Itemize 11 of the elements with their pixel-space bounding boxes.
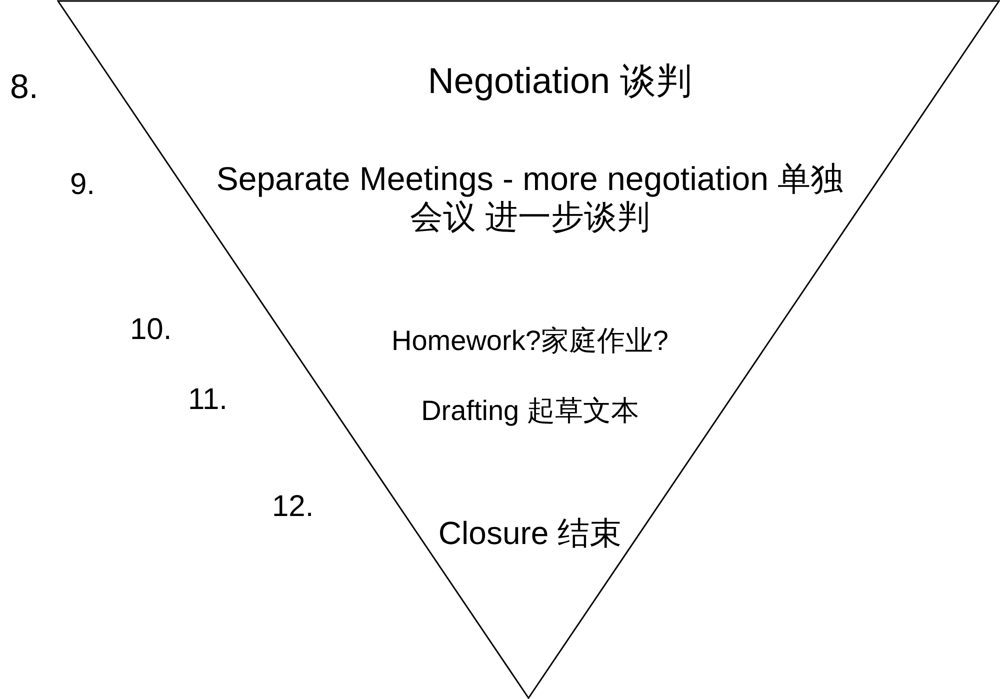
step-number: 12. <box>272 490 314 524</box>
stage-text: Drafting 起草文本 <box>420 395 640 428</box>
stage-text: Closure 结束 <box>437 515 623 552</box>
funnel-triangle <box>57 0 1000 699</box>
stage-text: Homework?家庭作业? <box>390 325 670 358</box>
step-number: 9. <box>70 168 96 202</box>
step-number: 8. <box>10 68 38 107</box>
stage-text: Separate Meetings - more negotiation 单独会议 进一步谈判 <box>215 160 845 236</box>
step-number: 11. <box>188 383 228 417</box>
step-number: 10. <box>130 313 172 347</box>
stage-text: Negotiation 谈判 <box>426 60 694 102</box>
